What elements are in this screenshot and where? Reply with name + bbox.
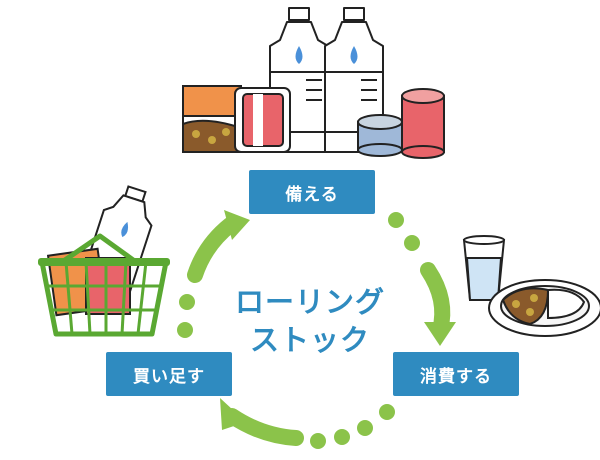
shopping-basket-icon (38, 185, 170, 337)
step-buy-label: 買い足す (106, 352, 232, 396)
cycle-dots-left (177, 294, 195, 338)
step-prepare-label: 備える (249, 170, 375, 214)
arrow-to-buy-icon (220, 398, 304, 446)
water-glass-icon (462, 235, 506, 301)
canned-food-icon (401, 88, 445, 159)
curry-plate-icon (488, 279, 600, 337)
retort-pouch-icon (182, 85, 242, 153)
cycle-dots-bottom (310, 404, 395, 449)
cycle-dots-right (388, 212, 420, 251)
step-consume-label: 消費する (393, 352, 519, 396)
arrow-to-prepare-icon (187, 210, 250, 283)
title-line-1: ローリング (234, 285, 385, 319)
arrow-to-consume-icon (420, 262, 456, 346)
title-line-2: ストック (249, 323, 370, 357)
center-title: ローリング ストック (200, 283, 420, 359)
canned-food-icon (357, 114, 403, 157)
retort-box-icon (234, 87, 291, 153)
